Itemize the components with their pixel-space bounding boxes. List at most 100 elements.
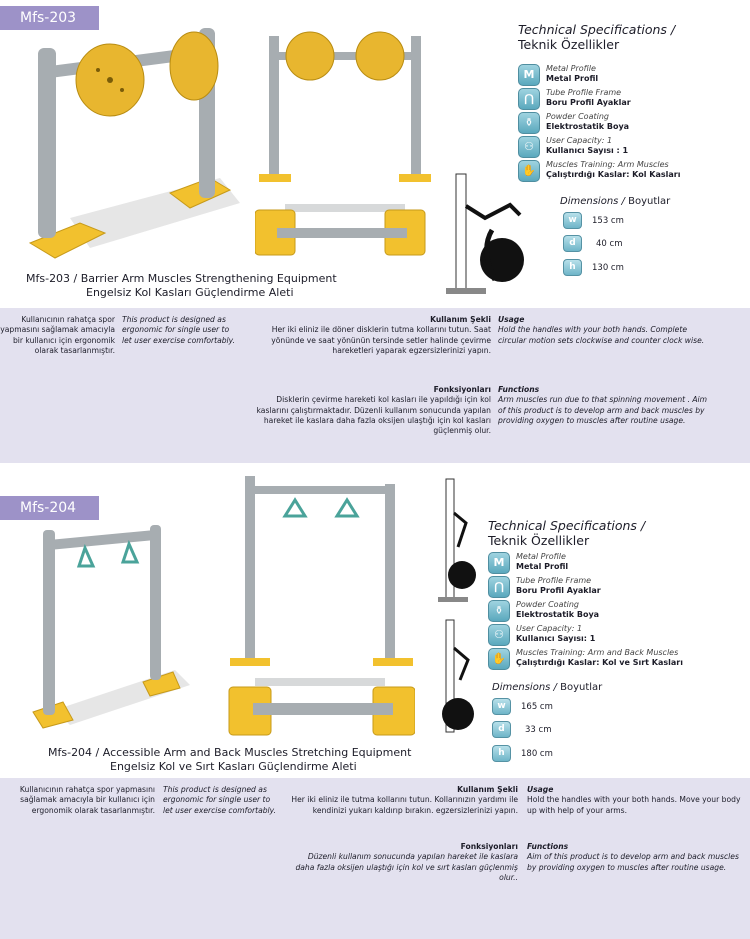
dimension-value: 33 cm (525, 724, 552, 735)
spec-value: Boru Profil Ayaklar (546, 97, 631, 107)
arm-back-front-view (230, 476, 413, 666)
functions-text-tr: Disklerin çevirme hareketi kol kasları i… (256, 395, 491, 436)
spec-title: Technical Specifications / Teknik Özelli… (488, 518, 645, 548)
spec-value: Çalıştırdığı Kaslar: Kol Kasları (546, 169, 681, 179)
functions-en-block: Functions Arm muscles run due to that sp… (498, 385, 713, 426)
spec-value: Kullanıcı Sayısı: 1 (516, 633, 596, 643)
spec-title-tr: Teknik Özellikler (488, 533, 590, 548)
spec-label: Metal Profile (516, 552, 566, 561)
depth-icon: d (563, 235, 582, 252)
usage-text-tr: Her iki eliniz ile döner disklerin tutma… (271, 325, 491, 355)
width-icon: w (492, 698, 511, 715)
usage-tr-block: Kullanım Şekli Her iki eliniz ile döner … (245, 315, 491, 356)
wheelchair-side-view (446, 173, 524, 294)
height-icon: h (492, 745, 511, 762)
arm-back-top-view (228, 678, 415, 736)
dimension-depth: d 40 cm (563, 235, 622, 252)
dimension-width: w 165 cm (492, 698, 553, 715)
paint-spray-icon: ⚱ (518, 112, 540, 134)
dimensions-title: Dimensions / Boyutlar (560, 196, 670, 207)
metal-profile-icon: M (488, 552, 510, 574)
functions-tr-block: Fonksiyonları Disklerin çevirme hareketi… (245, 385, 491, 436)
spec-value: Metal Profil (546, 73, 599, 83)
spec-title-tr: Teknik Özellikler (518, 37, 620, 52)
barrier-arm-top-view (255, 204, 426, 256)
dimension-value: 180 cm (521, 748, 553, 759)
usage-text-tr: Her iki eliniz ile tutma kollarını tutun… (291, 795, 518, 815)
usage-tr-block: Kullanım Şekli Her iki eliniz ile tutma … (290, 785, 518, 816)
barrier-arm-front-view (259, 31, 431, 182)
caption-en: Mfs-203 / Barrier Arm Muscles Strengthen… (26, 272, 337, 285)
users-icon: ⚇ (488, 624, 510, 646)
product-code-tag: Mfs-204 (0, 496, 99, 520)
design-note-en: This product is designed as ergonomic fo… (122, 315, 235, 345)
spec-label: Powder Coating (516, 600, 579, 609)
barrier-arm-equipment-perspective (28, 28, 240, 259)
functions-text-en: Aim of this product is to develop arm an… (527, 852, 739, 872)
caption-tr: Engelsiz Kol ve Sırt Kasları Güçlendirme… (110, 760, 357, 773)
width-icon: w (563, 212, 582, 229)
arm-back-equipment-perspective (32, 525, 190, 729)
dimension-value: 165 cm (521, 701, 553, 712)
spec-label: Muscles Training: Arm and Back Muscles (516, 648, 679, 657)
dimension-value: 40 cm (596, 238, 623, 249)
description-band (0, 308, 750, 463)
caption-en: Mfs-204 / Accessible Arm and Back Muscle… (48, 746, 412, 759)
spec-value: Boru Profil Ayaklar (516, 585, 601, 595)
spec-label: Tube Profile Frame (546, 88, 622, 97)
functions-text-tr: Düzenli kullanım sonucunda yapılan harek… (295, 852, 518, 882)
functions-title-en: Functions (527, 842, 569, 851)
spec-title-en: Technical Specifications / (488, 518, 646, 533)
usage-en-block: Usage Hold the handles with your both ha… (527, 785, 742, 816)
muscle-icon: ✋ (518, 160, 540, 182)
users-icon: ⚇ (518, 136, 540, 158)
spec-label: Tube Profile Frame (516, 576, 592, 585)
dimensions-title-tr: Boyutlar (628, 196, 671, 207)
product-caption: Mfs-203 / Barrier Arm Muscles Strengthen… (26, 272, 337, 300)
dimension-height: h 180 cm (492, 745, 553, 762)
metal-profile-icon: M (518, 64, 540, 86)
spec-label: User Capacity: 1 (546, 136, 613, 145)
spec-label: Metal Profile (546, 64, 596, 73)
functions-title-tr: Fonksiyonları (460, 842, 518, 851)
paint-spray-icon: ⚱ (488, 600, 510, 622)
usage-text-en: Hold the handles with your both hands. M… (527, 795, 741, 815)
dimension-height: h 130 cm (563, 259, 624, 276)
height-icon: h (563, 259, 582, 276)
product-code-tag: Mfs-203 (0, 6, 99, 30)
usage-title-en: Usage (527, 785, 554, 794)
spec-title: Technical Specifications / Teknik Özelli… (518, 22, 675, 52)
dimensions-title: Dimensions / Boyutlar (492, 682, 602, 693)
usage-title-tr: Kullanım Şekli (430, 315, 491, 324)
spec-value: Elektrostatik Boya (546, 121, 630, 131)
dimension-width: w 153 cm (563, 212, 624, 229)
spec-label: Powder Coating (546, 112, 609, 121)
wheelchair-side-view-bottom (442, 619, 474, 733)
tube-frame-icon: ⋂ (488, 576, 510, 598)
dimension-value: 130 cm (592, 262, 624, 273)
spec-value: Elektrostatik Boya (516, 609, 600, 619)
functions-en-block: Functions Aim of this product is to deve… (527, 842, 742, 873)
usage-title-tr: Kullanım Şekli (457, 785, 518, 794)
muscle-icon: ✋ (488, 648, 510, 670)
description-band (0, 778, 750, 939)
usage-title-en: Usage (498, 315, 525, 324)
wheelchair-side-view-top (438, 478, 476, 602)
caption-tr: Engelsiz Kol Kasları Güçlendirme Aleti (86, 286, 294, 299)
spec-value: Metal Profil (516, 561, 569, 571)
design-note-tr: Kullanıcının rahatça spor yapmasını sağl… (19, 785, 155, 815)
functions-title-tr: Fonksiyonları (433, 385, 491, 394)
usage-text-en: Hold the handles with your both hands. C… (498, 325, 705, 345)
dimension-depth: d 33 cm (492, 721, 551, 738)
dimensions-title-en: Dimensions / (492, 682, 557, 693)
functions-text-en: Arm muscles run due to that spinning mov… (498, 395, 708, 425)
